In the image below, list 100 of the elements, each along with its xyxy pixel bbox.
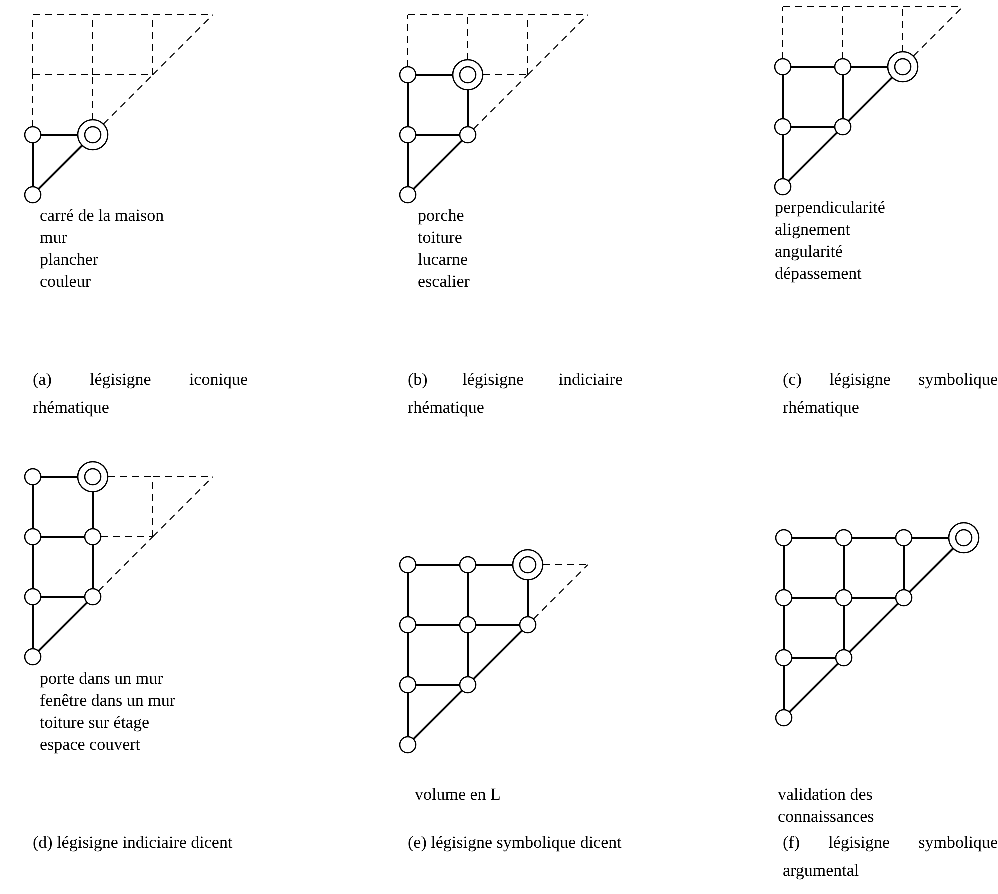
term-list-item: escalier <box>418 271 470 293</box>
lattice-edge <box>848 602 900 654</box>
vertex-circle <box>24 528 42 546</box>
term-list-item: carré de la maison <box>40 205 164 227</box>
lattice-edge <box>782 135 784 179</box>
lattice-edge <box>416 134 460 136</box>
vertex-circle <box>775 709 793 727</box>
lattice-edge <box>791 126 835 128</box>
term-list-item: volume en L <box>415 784 501 806</box>
vertex-circle <box>399 616 417 634</box>
caption: (d) légisigne indiciaire dicent <box>33 832 234 854</box>
vertex-circle <box>24 186 42 204</box>
lattice-edge <box>41 134 78 136</box>
lattice-edge <box>472 630 524 680</box>
vertex-circle <box>399 186 417 204</box>
vertex-circle <box>24 588 42 606</box>
vertex-circle <box>774 118 792 136</box>
lattice-edge <box>32 545 34 589</box>
term-list-item: toiture sur étage <box>40 712 150 734</box>
term-list-item: porche <box>418 205 464 227</box>
double-circle <box>77 461 109 493</box>
lattice-edge <box>476 564 513 566</box>
vertex-circle <box>459 556 477 574</box>
lattice-edge <box>407 573 409 617</box>
term-list-item: lucarne <box>418 249 468 271</box>
term-list-item: perpendicularité <box>775 197 886 219</box>
lattice-edge <box>467 90 469 127</box>
lattice-edge <box>407 83 409 127</box>
vertex-circle <box>459 126 477 144</box>
caption: (b) légisigne indiciaire rhématique <box>408 369 623 419</box>
vertex-circle <box>835 529 853 547</box>
vertex-circle <box>834 118 852 136</box>
lattice-edge <box>783 606 785 650</box>
vertex-circle <box>895 589 913 607</box>
vertex-circle <box>775 529 793 547</box>
lattice-edge <box>416 74 453 76</box>
lattice-edge <box>407 633 409 677</box>
lattice-edge <box>407 143 409 187</box>
vertex-circle <box>459 676 477 694</box>
double-circle <box>452 59 484 91</box>
term-list-item: validation des connaissances <box>778 784 876 828</box>
vertex-circle <box>774 178 792 196</box>
lattice-edge <box>41 476 78 478</box>
vertex-circle <box>24 648 42 666</box>
vertex-circle <box>399 556 417 574</box>
vertex-circle <box>399 66 417 84</box>
lattice-edge <box>416 684 460 686</box>
caption: (e) légisigne symbolique dicent <box>408 832 623 854</box>
double-circle <box>512 549 544 581</box>
lattice-edge <box>467 633 469 677</box>
vertex-circle <box>774 58 792 76</box>
lattice-edge <box>783 666 785 710</box>
lattice-edge <box>843 546 845 590</box>
caption: (c) légisigne symbolique rhématique <box>783 369 998 419</box>
lattice-edge <box>38 144 84 190</box>
lattice-edge <box>788 662 840 714</box>
term-list-item: plancher <box>40 249 99 271</box>
term-list-item: espace couvert <box>40 734 141 756</box>
vertex-circle <box>84 528 102 546</box>
lattice-edge <box>792 657 836 659</box>
lattice-edge <box>92 492 94 529</box>
lattice-edge <box>416 564 460 566</box>
lattice-edge <box>851 66 888 68</box>
double-circle <box>948 522 980 554</box>
term-list-item: porte dans un mur <box>40 668 164 690</box>
caption: (a) légisigne iconique rhématique <box>33 369 248 419</box>
lattice-edge <box>412 140 464 190</box>
vertex-circle <box>895 529 913 547</box>
lattice-edge <box>852 597 896 599</box>
lattice-edge <box>527 580 529 617</box>
lattice-edge <box>791 66 835 68</box>
lattice-edge <box>792 597 836 599</box>
lattice-edge <box>842 75 844 119</box>
vertex-circle <box>84 588 102 606</box>
lattice-edge <box>476 624 520 626</box>
lattice-edge <box>852 537 896 539</box>
term-list-item: fenêtre dans un mur <box>40 690 176 712</box>
lattice-edge <box>908 548 954 594</box>
vertex-circle <box>775 649 793 667</box>
lattice-edge <box>32 605 34 649</box>
term-list-item: alignement <box>775 219 851 241</box>
lattice-edge <box>782 75 784 119</box>
vertex-circle <box>24 126 42 144</box>
lattice-edge <box>407 693 409 737</box>
vertex-circle <box>835 649 853 667</box>
term-list-item: mur <box>40 227 68 249</box>
lattice-edge <box>792 537 836 539</box>
term-list-item: angularité <box>775 241 843 263</box>
lattice-edge <box>783 546 785 590</box>
lattice-edge <box>38 602 88 652</box>
lattice-edge <box>32 143 34 187</box>
vertex-circle <box>835 589 853 607</box>
caption: (f) légisigne symbolique argumental <box>783 832 998 882</box>
double-circle <box>887 51 919 83</box>
lattice-edge <box>467 573 469 617</box>
vertex-circle <box>519 616 537 634</box>
lattice-edge <box>41 536 85 538</box>
lattice-edge <box>848 76 894 122</box>
vertex-circle <box>399 126 417 144</box>
term-list-item: toiture <box>418 227 462 249</box>
